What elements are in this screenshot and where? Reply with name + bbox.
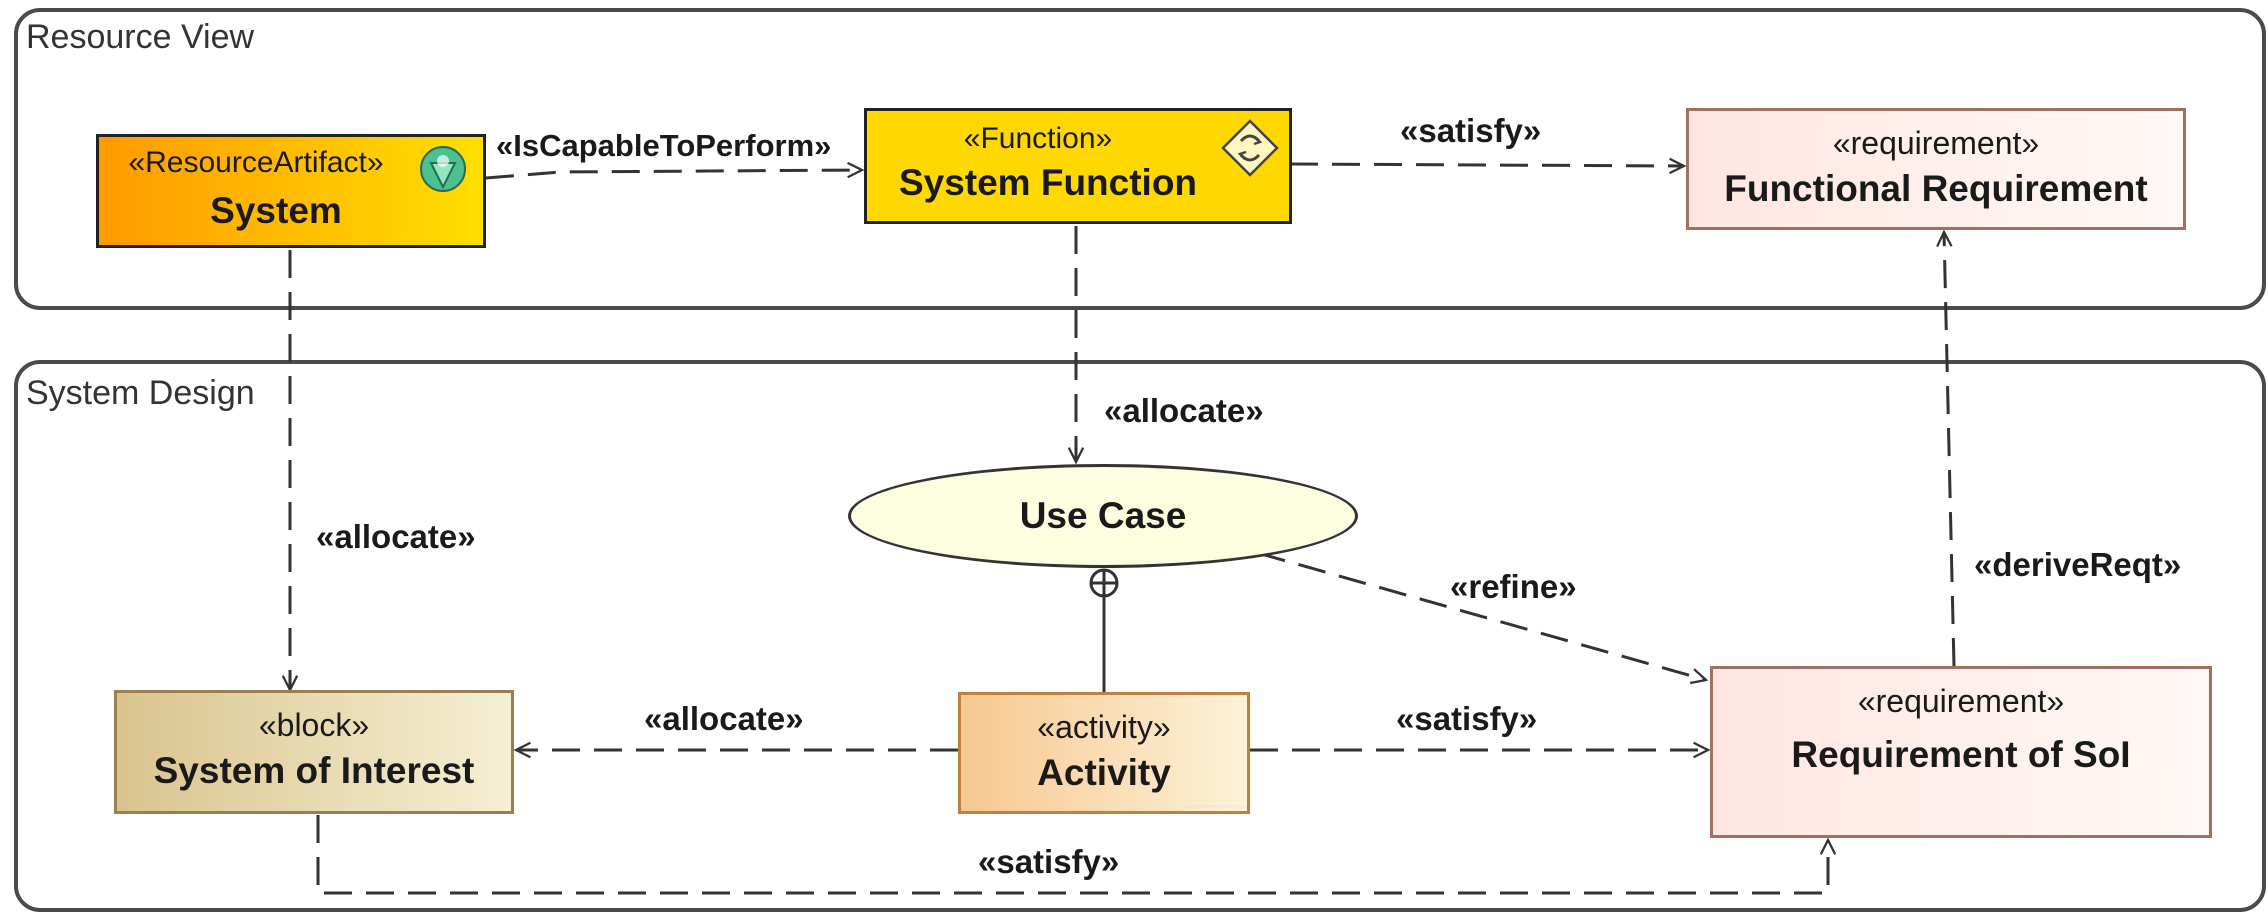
node-requirement-of-soi[interactable]: «requirement» Requirement of SoI [1710, 666, 2212, 838]
system-name: System [210, 190, 342, 231]
edge-is-capable [485, 170, 862, 180]
system-stereotype: «ResourceArtifact» [128, 146, 384, 179]
label-satisfy-bottom: «satisfy» [978, 843, 1120, 880]
node-system[interactable]: «ResourceArtifact» System [96, 134, 486, 248]
system-function-name: System Function [898, 162, 1198, 203]
node-system-function[interactable]: «Function» System Function [864, 108, 1292, 224]
resource-view-frame [14, 8, 2266, 310]
functional-requirement-name: Functional Requirement [1724, 168, 2148, 209]
node-activity[interactable]: «activity» Activity [958, 692, 1250, 814]
system-function-stereotype: «Function» [963, 122, 1113, 155]
activity-stereotype: «activity» [1037, 709, 1171, 745]
node-functional-requirement[interactable]: «requirement» Functional Requirement [1686, 108, 2186, 230]
label-allocate-function: «allocate» [1104, 392, 1264, 429]
function-icon [1221, 119, 1279, 177]
edge-satisfy-bottom [316, 815, 1828, 895]
node-system-of-interest[interactable]: «block» System of Interest [114, 690, 514, 814]
edge-satisfy-top [1289, 164, 1684, 166]
use-case-name: Use Case [1019, 495, 1187, 536]
activity-name: Activity [1037, 752, 1171, 793]
resource-artifact-icon [420, 146, 466, 192]
system-of-interest-stereotype: «block» [258, 707, 370, 743]
functional-requirement-stereotype: «requirement» [1832, 125, 2040, 161]
system-design-title: System Design [26, 374, 255, 412]
system-of-interest-name: System of Interest [153, 750, 475, 791]
resource-view-title: Resource View [26, 18, 255, 56]
label-allocate-activity: «allocate» [644, 700, 804, 737]
requirement-of-soi-stereotype: «requirement» [1857, 683, 2065, 719]
edge-refine [1257, 551, 1706, 680]
label-satisfy-activity: «satisfy» [1396, 700, 1538, 737]
label-is-capable: «IsCapableToPerform» [496, 128, 832, 163]
edge-derive [1944, 232, 1956, 667]
label-derive: «deriveReqt» [1974, 546, 2182, 583]
node-use-case[interactable]: Use Case [848, 464, 1358, 568]
system-design-frame [14, 360, 2266, 912]
label-satisfy-top: «satisfy» [1400, 112, 1542, 149]
label-allocate-system: «allocate» [316, 518, 476, 555]
requirement-of-soi-name: Requirement of SoI [1791, 734, 2131, 775]
label-refine: «refine» [1450, 568, 1577, 605]
